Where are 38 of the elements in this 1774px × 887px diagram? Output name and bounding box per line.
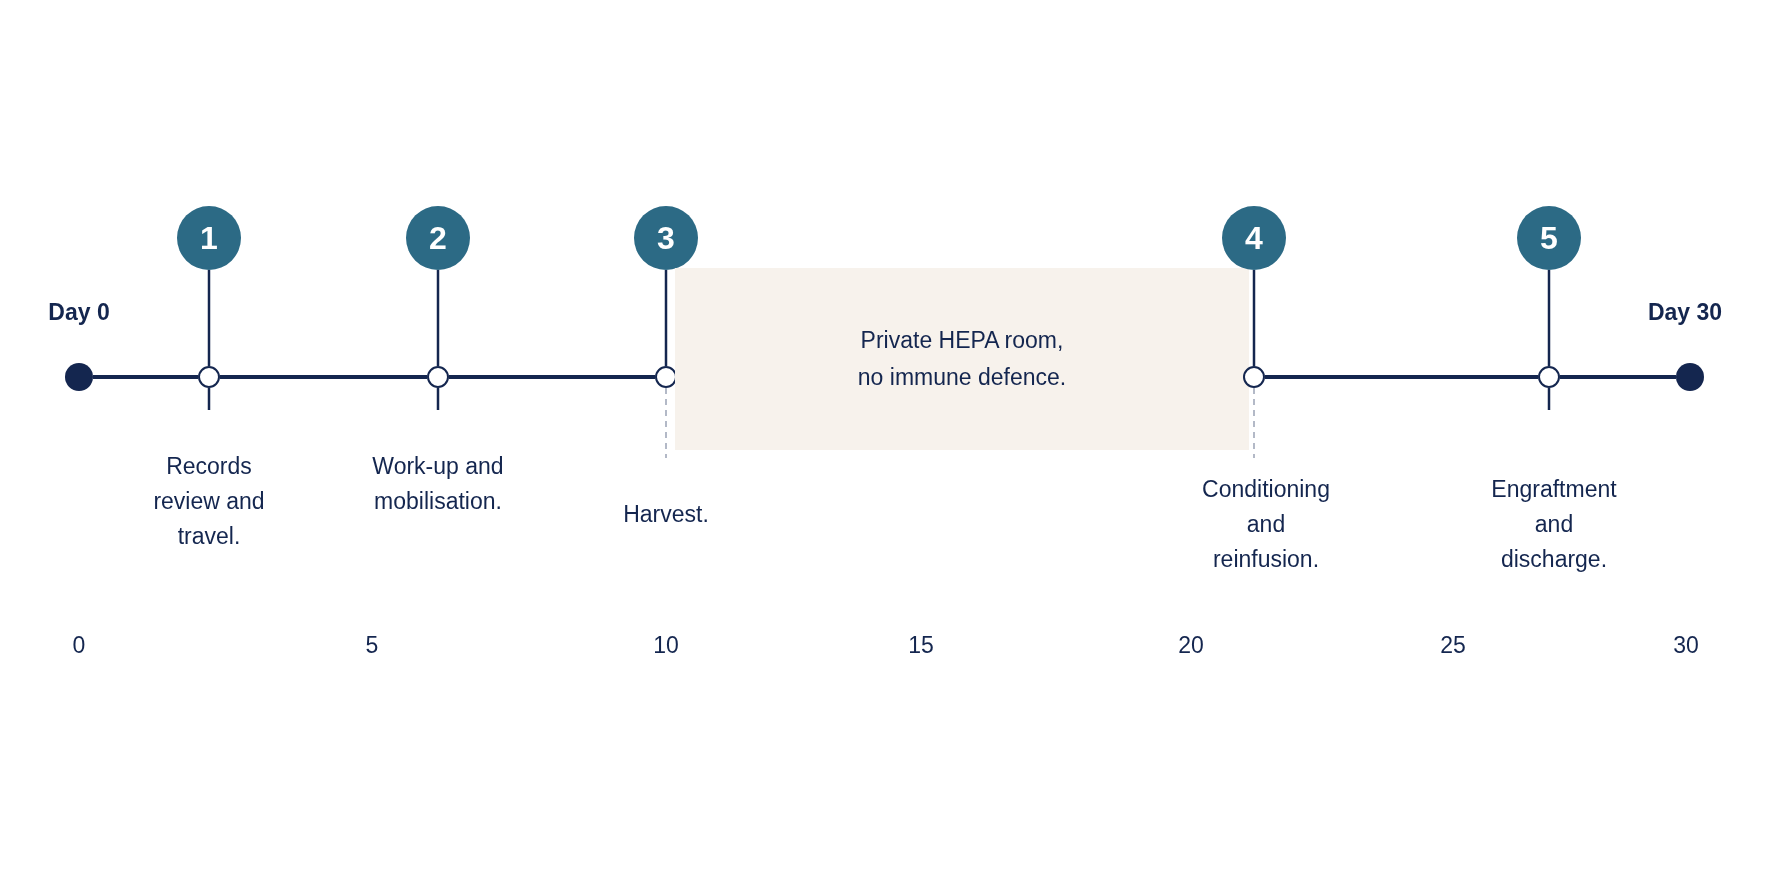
axis-tick-label: 30 [1672,631,1700,660]
step-number-badge: 5 [1517,206,1581,270]
timeline-marker [427,366,449,388]
endpoint-dot [65,363,93,391]
phase-label: Harvest. [622,500,710,529]
connector-line [664,270,668,366]
step-number-badge: 2 [406,206,470,270]
axis-tick-label: 15 [907,631,935,660]
timeline-marker [1243,366,1265,388]
step-number-badge: 1 [177,206,241,270]
phase-label: Engraftment and discharge. [1490,475,1618,574]
band-text: Private HEPA room, no immune defence. [856,326,1068,392]
timeline-marker [1538,366,1560,388]
axis-tick-label: 20 [1177,631,1205,660]
timeline-segment [220,375,427,379]
axis-tick-label: 5 [364,631,380,660]
endpoint-dot [1676,363,1704,391]
connector-line [436,270,440,366]
connector-line [207,270,211,366]
day-label: Day 0 [47,298,111,327]
step-number-badge: 3 [634,206,698,270]
shaded-period-band [675,268,1249,450]
axis-tick-label: 25 [1439,631,1467,660]
phase-label: Records review and travel. [152,452,266,551]
timeline-segment [1560,375,1676,379]
connector-line [1547,270,1551,366]
day-label: Day 30 [1646,298,1724,327]
step-number-badge: 4 [1222,206,1286,270]
timeline-segment [1265,375,1538,379]
phase-label: Work-up and mobilisation. [371,452,505,516]
timeline-segment [93,375,198,379]
phase-label: Conditioning and reinfusion. [1201,475,1331,574]
timeline-segment [449,375,655,379]
axis-tick-label: 10 [652,631,680,660]
connector-line [1252,270,1256,366]
timeline-marker [655,366,677,388]
axis-tick-label: 0 [71,631,87,660]
timeline-marker [198,366,220,388]
